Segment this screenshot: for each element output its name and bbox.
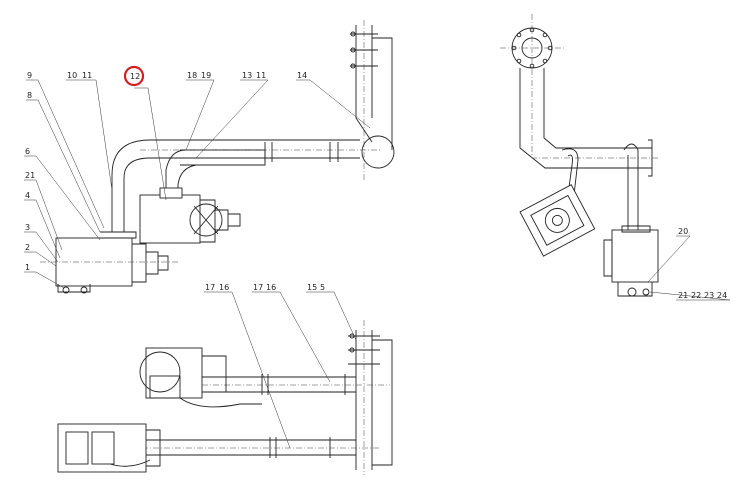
callout-1: 1 <box>25 263 30 272</box>
callout-23: 23 <box>704 291 714 300</box>
top-left-view: 9 8 6 21 4 3 2 1 10 11 12 18 19 13 11 14 <box>24 20 395 294</box>
callout-5: 5 <box>320 283 325 292</box>
callout-24: 24 <box>717 291 727 300</box>
callout-4: 4 <box>25 191 30 200</box>
callout-15: 15 <box>307 283 317 292</box>
callout-6: 6 <box>25 147 30 156</box>
callout-18: 18 <box>187 71 197 80</box>
callout-19: 19 <box>201 71 211 80</box>
highlight-circle <box>123 65 145 87</box>
callout-10: 10 <box>67 71 77 80</box>
callout-3: 3 <box>25 223 30 232</box>
callout-8: 8 <box>27 91 32 100</box>
callout-21: 21 <box>678 291 688 300</box>
callout-2: 2 <box>25 243 30 252</box>
callout-16b: 16 <box>266 283 276 292</box>
callout-17b: 17 <box>253 283 263 292</box>
callout-11: 11 <box>82 71 92 80</box>
callout-12: 12 <box>130 72 140 81</box>
bottom-view: 17 16 17 16 15 5 <box>57 283 393 475</box>
callout-21a: 21 <box>25 171 35 180</box>
callout-9: 9 <box>27 71 32 80</box>
callout-14: 14 <box>297 71 307 80</box>
callout-13: 13 <box>242 71 252 80</box>
callout-16: 16 <box>219 283 229 292</box>
callout-22: 22 <box>691 291 701 300</box>
top-right-view: 20 21 22 23 24 <box>500 14 731 301</box>
callout-17: 17 <box>205 283 215 292</box>
callout-11b: 11 <box>256 71 266 80</box>
callout-20: 20 <box>678 227 688 236</box>
